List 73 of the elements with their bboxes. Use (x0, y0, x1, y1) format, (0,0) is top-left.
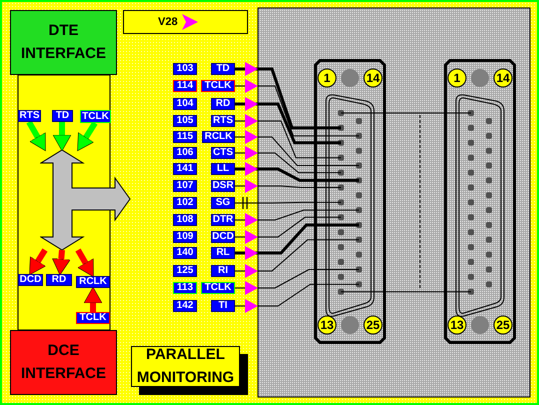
pin-number: 13 (319, 317, 335, 334)
circuit-number-label: 114 (173, 80, 197, 92)
circuit-number-label: 141 (173, 163, 197, 175)
circuit-number-label: 103 (173, 63, 197, 75)
circuit-number-label: 125 (173, 265, 197, 277)
signal-name-label: RTS (18, 110, 41, 122)
signal-flow-arrow (29, 248, 48, 276)
signal-wire (234, 114, 342, 158)
signal-wire (234, 210, 360, 227)
pin-number: 25 (495, 317, 511, 334)
circuit-number-label: 113 (173, 282, 197, 294)
signal-name-label: TCLK (201, 80, 235, 92)
signal-wire (235, 223, 359, 260)
circuit-number-label: 105 (173, 115, 197, 127)
pin-number: 13 (449, 317, 465, 334)
title-box: PARALLEL MONITORING (131, 346, 240, 387)
signal-name-label: RD (46, 274, 72, 286)
jumper-wire (340, 112, 472, 114)
circuit-number-label: 140 (173, 247, 197, 259)
pin-number: 14 (495, 70, 511, 87)
signal-wire (234, 239, 360, 278)
signal-wire (235, 162, 359, 182)
jumper-wire (340, 291, 472, 292)
signal-name-label: RCLK (202, 131, 235, 143)
interface-box: DCE INTERFACE (10, 330, 117, 395)
signal-wire (234, 284, 360, 313)
signal-name-label: TCLK (80, 110, 111, 123)
circuit-number-label: 106 (173, 147, 197, 159)
signal-name-label: RI (211, 265, 235, 277)
signal-flow-arrow (77, 121, 98, 152)
signal-wire (234, 202, 342, 204)
circuit-number-label: 104 (173, 98, 197, 110)
signal-wire (235, 62, 341, 130)
circuit-number-label: 115 (173, 131, 197, 143)
legend-label: V28 (158, 16, 178, 28)
signal-flow-arrow (75, 248, 94, 278)
signal-name-label: SG (211, 197, 235, 209)
signal-wire (234, 146, 342, 174)
signal-name-label: DCD (18, 274, 43, 286)
circuit-number-label: 108 (173, 214, 197, 226)
signal-wire (234, 179, 342, 193)
signal-wire (235, 97, 341, 144)
signal-name-label: RCLK (76, 276, 110, 288)
pin-number: 1 (322, 70, 332, 87)
signal-name-label: CTS (211, 147, 235, 159)
pin-number: 14 (365, 70, 381, 87)
signal-name-label: DTR (211, 214, 235, 226)
interface-box: DTE INTERFACE (10, 10, 117, 75)
signal-name-label: TD (211, 63, 235, 75)
signal-name-label: TD (52, 110, 73, 122)
signal-wire (234, 79, 360, 136)
signal-name-label: TCLK (201, 282, 235, 294)
signal-flow-arrow (84, 286, 102, 312)
signal-name-label: DCD (211, 231, 235, 243)
circuit-number-label: 109 (173, 231, 197, 243)
signal-name-label: TI (211, 300, 235, 312)
signal-flow-arrow (52, 250, 70, 276)
signal-name-label: LL (211, 163, 235, 175)
circuit-number-label: 142 (173, 300, 197, 312)
signal-name-label: RL (211, 247, 235, 259)
signal-name-label: RTS (211, 115, 235, 127)
circuit-number-label: 102 (173, 197, 197, 209)
circuit-number-label: 107 (173, 180, 197, 192)
signal-wire (234, 216, 342, 244)
pin-number: 1 (452, 70, 462, 87)
signal-name-label: TCLK (76, 312, 110, 324)
signal-flow-arrow (52, 122, 72, 152)
signal-name-label: DSR (211, 180, 235, 192)
pin-number: 25 (365, 317, 381, 334)
signal-name-label: RD (211, 98, 235, 110)
signal-flow-arrow (26, 120, 46, 152)
signal-wire (234, 130, 360, 166)
signal-wire (234, 269, 360, 295)
